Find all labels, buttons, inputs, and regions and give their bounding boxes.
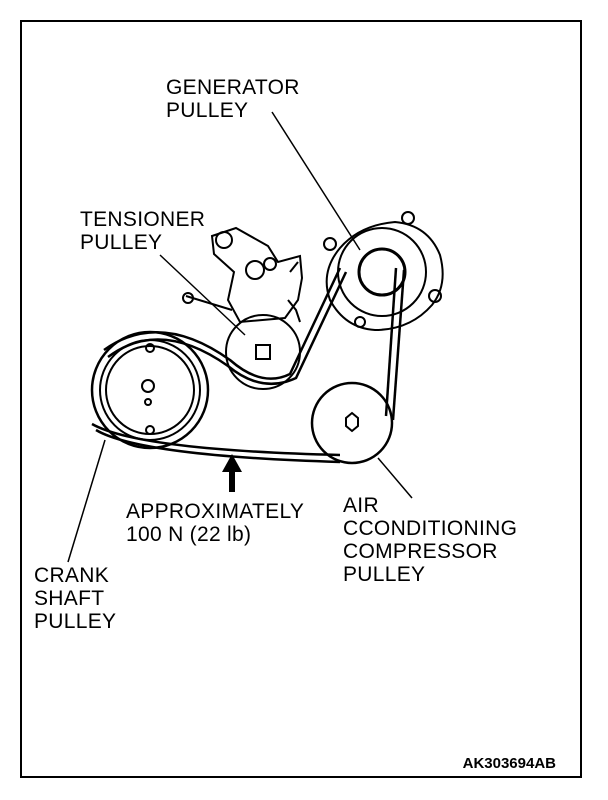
approximately-label: APPROXIMATELY 100 N (22 lb) <box>126 500 305 546</box>
crank-shaft-pulley-label: CRANK SHAFT PULLEY <box>34 564 117 633</box>
generator-pulley <box>337 227 427 317</box>
ac-compressor-pulley <box>310 381 394 465</box>
generator-leader <box>271 111 361 251</box>
generator-pulley-hub <box>357 247 407 297</box>
crank-leader <box>67 439 106 563</box>
tensioner-bracket <box>182 226 304 324</box>
tensioner-leader <box>159 254 246 336</box>
tensioner-bolt <box>255 344 271 360</box>
tensioner-pulley-label: TENSIONER PULLEY <box>80 208 206 254</box>
aircon-leader <box>377 457 413 499</box>
drive-belt <box>91 267 406 464</box>
diagram-frame <box>20 20 582 778</box>
document-id: AK303694AB <box>462 755 556 772</box>
crank-center <box>141 379 155 393</box>
generator-housing <box>323 211 444 332</box>
deflection-arrow <box>222 454 242 492</box>
ac-compressor-bolt <box>345 411 359 433</box>
ac-compressor-pulley-label: AIR CCONDITIONING COMPRESSOR PULLEY <box>343 494 518 586</box>
generator-pulley-label: GENERATOR PULLEY <box>166 76 300 122</box>
